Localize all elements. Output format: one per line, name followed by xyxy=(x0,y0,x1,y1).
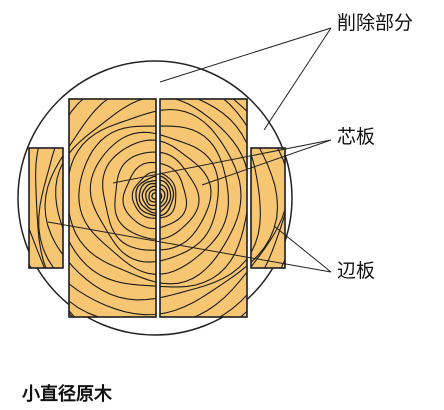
growth-ring xyxy=(160,99,247,299)
growth-ring xyxy=(35,148,47,268)
growth-ring xyxy=(145,185,156,207)
growth-ring xyxy=(160,175,175,217)
growth-ring xyxy=(151,192,156,200)
growth-ring xyxy=(114,151,156,240)
growth-ring xyxy=(160,99,247,288)
growth-ring xyxy=(141,182,156,211)
core-board-left xyxy=(68,98,157,318)
growth-ring xyxy=(89,131,156,263)
growth-ring xyxy=(138,179,156,214)
growth-ring xyxy=(160,108,242,285)
leader-line-removed-top xyxy=(159,27,332,83)
leader-line-side-right xyxy=(273,225,332,273)
growth-ring xyxy=(160,99,247,315)
growth-ring xyxy=(160,172,177,219)
label-side-board: 辺板 xyxy=(337,260,376,282)
growth-ring xyxy=(55,161,63,230)
leader-line-core-left xyxy=(112,139,332,184)
growth-ring xyxy=(44,154,63,256)
growth-ring xyxy=(122,161,156,230)
growth-ring xyxy=(192,99,247,317)
growth-ring xyxy=(135,175,156,217)
growth-ring xyxy=(38,148,56,268)
growth-ring xyxy=(160,179,172,213)
growth-ring xyxy=(160,125,229,275)
leader-line-side-left xyxy=(47,221,332,273)
leader-line-core-right xyxy=(201,139,332,186)
growth-ring xyxy=(160,140,212,251)
label-core-board: 芯板 xyxy=(337,126,376,148)
label-removed-part: 削除部分 xyxy=(337,12,414,34)
growth-ring xyxy=(78,125,156,275)
growth-ring xyxy=(148,188,156,203)
core-board-right xyxy=(159,98,248,318)
caption-small-diameter-log: 小直径原木 xyxy=(22,384,112,405)
growth-ring xyxy=(160,162,188,229)
growth-ring xyxy=(131,171,156,219)
leader-line-removed-right xyxy=(263,27,332,131)
growth-ring xyxy=(102,139,156,251)
growth-ring xyxy=(160,183,169,208)
growth-ring xyxy=(160,151,200,240)
growth-ring xyxy=(160,134,219,262)
growth-ring xyxy=(218,293,247,317)
